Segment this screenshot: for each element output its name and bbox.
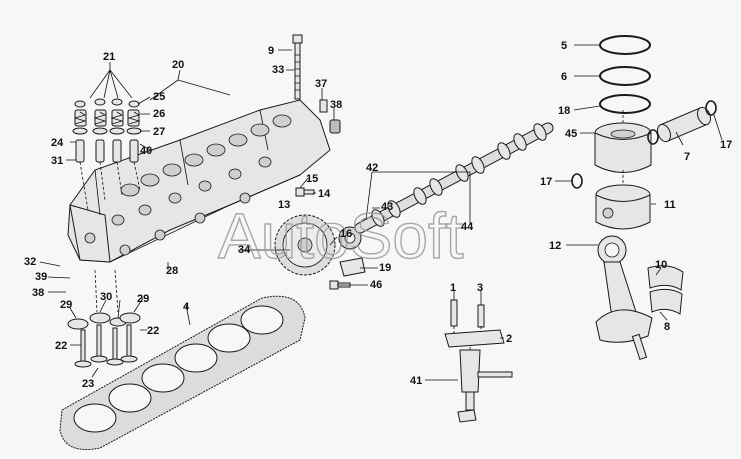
callout-11: 11 bbox=[664, 199, 676, 211]
callout-28: 28 bbox=[166, 265, 178, 277]
bearing-shells bbox=[647, 265, 684, 315]
plug-37 bbox=[319, 99, 328, 113]
callout-29-right: 29 bbox=[137, 293, 149, 305]
callout-20: 20 bbox=[172, 59, 184, 71]
callout-5: 5 bbox=[561, 40, 567, 52]
callout-40: 40 bbox=[140, 145, 152, 157]
cap-38 bbox=[329, 119, 341, 134]
callout-6: 6 bbox=[561, 71, 567, 83]
callout-39: 39 bbox=[35, 271, 47, 283]
callout-41: 41 bbox=[410, 375, 422, 387]
callout-4: 4 bbox=[183, 301, 190, 313]
injector-assembly bbox=[444, 299, 513, 423]
callout-37: 37 bbox=[315, 78, 327, 90]
callout-21: 21 bbox=[103, 51, 115, 63]
callout-18: 18 bbox=[558, 105, 570, 117]
callout-27: 27 bbox=[153, 126, 165, 138]
callout-17-right: 17 bbox=[720, 139, 732, 151]
callout-43: 43 bbox=[381, 201, 393, 213]
callout-2: 2 bbox=[506, 333, 512, 345]
callout-14: 14 bbox=[318, 188, 331, 200]
piston bbox=[594, 110, 652, 230]
callout-16: 16 bbox=[340, 228, 352, 240]
callout-22-right: 22 bbox=[147, 325, 159, 337]
callout-12: 12 bbox=[549, 240, 561, 252]
fitting-13-14 bbox=[295, 187, 315, 197]
watermark-text: AutoSoft bbox=[218, 200, 464, 272]
cylinder-head bbox=[67, 99, 331, 263]
callout-3: 3 bbox=[477, 282, 483, 294]
callout-15: 15 bbox=[306, 173, 318, 185]
valve-spring-set bbox=[72, 98, 142, 211]
callout-26: 26 bbox=[153, 108, 165, 120]
callout-38-left: 38 bbox=[32, 287, 44, 299]
callout-45: 45 bbox=[565, 128, 577, 140]
connecting-rod bbox=[595, 235, 653, 360]
callout-31: 31 bbox=[51, 155, 63, 167]
callout-24: 24 bbox=[51, 137, 64, 149]
callout-17-left: 17 bbox=[540, 176, 552, 188]
bracket-19 bbox=[339, 257, 366, 277]
callout-10: 10 bbox=[655, 259, 667, 271]
callout-1: 1 bbox=[450, 282, 456, 294]
callout-8: 8 bbox=[664, 321, 670, 333]
callout-33: 33 bbox=[272, 64, 284, 76]
callout-23: 23 bbox=[82, 378, 94, 390]
callout-46: 46 bbox=[370, 279, 382, 291]
callout-29-left: 29 bbox=[60, 299, 72, 311]
valves bbox=[67, 269, 141, 368]
piston-pin bbox=[656, 106, 712, 143]
camshaft bbox=[354, 122, 554, 234]
callout-22-left: 22 bbox=[55, 340, 67, 352]
head-bolt bbox=[292, 34, 303, 100]
callout-7: 7 bbox=[684, 151, 690, 163]
callout-9: 9 bbox=[268, 45, 274, 57]
callout-labels: 9 33 37 38 20 21 25 26 27 24 31 40 15 14… bbox=[24, 40, 732, 390]
callout-44: 44 bbox=[461, 221, 474, 233]
callout-34: 34 bbox=[238, 244, 251, 256]
callout-32: 32 bbox=[24, 256, 36, 268]
leader-lines bbox=[39, 44, 723, 381]
head-gasket bbox=[59, 295, 306, 450]
callout-19: 19 bbox=[379, 262, 391, 274]
callout-30: 30 bbox=[100, 291, 112, 303]
callout-25: 25 bbox=[153, 91, 165, 103]
piston-rings bbox=[599, 35, 651, 114]
callout-42: 42 bbox=[366, 162, 378, 174]
callout-38-top: 38 bbox=[330, 99, 342, 111]
cam-gear bbox=[274, 214, 362, 276]
callout-13: 13 bbox=[278, 199, 290, 211]
